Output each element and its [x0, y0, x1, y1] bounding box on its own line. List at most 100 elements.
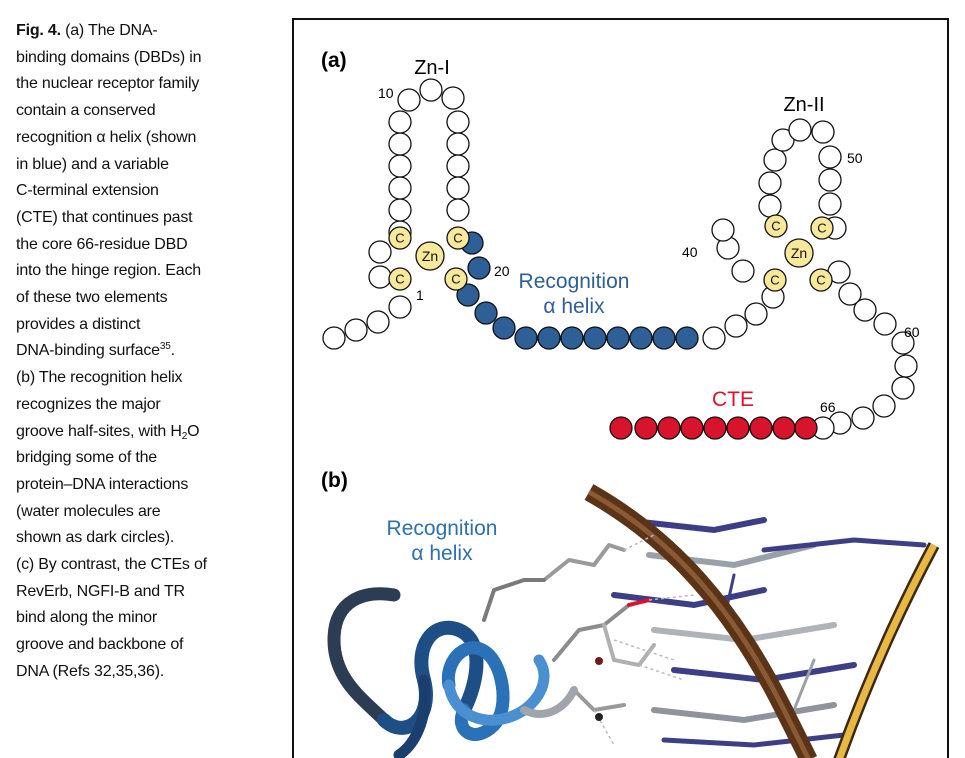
- residue-circle: [818, 192, 842, 216]
- caption-line: in blue) and a variable: [16, 155, 169, 173]
- residue-circle: [397, 88, 421, 112]
- caption-line: DNA-binding surface35.: [16, 341, 175, 360]
- residue-circle: [366, 310, 390, 334]
- cte-residue-circle: [680, 416, 704, 440]
- residue-circle: [873, 312, 897, 336]
- cysteine-label: C: [817, 221, 826, 236]
- residue-circle: [441, 86, 465, 110]
- cysteine-circle: [388, 267, 412, 291]
- cysteine-circle: [388, 226, 412, 250]
- helix-residue-circle: [537, 326, 561, 350]
- caption-line: of these two elements: [16, 289, 168, 307]
- helix-residue-circle: [652, 326, 676, 350]
- cysteine-label: C: [453, 231, 462, 246]
- helix-residue-circle: [583, 326, 607, 350]
- residue-circle: [731, 259, 755, 283]
- panel-b-helix-label-line2: α helix: [411, 542, 473, 565]
- residue-circle: [388, 176, 412, 200]
- cysteine-label: C: [770, 273, 779, 288]
- caption-line: recognition α helix (shown: [16, 128, 197, 146]
- figure-label: Fig. 4.: [16, 22, 61, 39]
- cysteine-label: C: [395, 231, 404, 246]
- dna-backbone-strand: [584, 484, 818, 758]
- helix-residue-circle: [560, 326, 584, 350]
- water-molecule: [595, 657, 603, 665]
- helix-label-line1: Recognition: [519, 270, 630, 293]
- cysteine-circle: [763, 268, 787, 292]
- caption-line: groove half-sites, with H2O: [16, 422, 200, 442]
- residue-circle: [853, 298, 877, 322]
- residue-number-40: 40: [682, 244, 698, 260]
- residue-circle: [744, 302, 768, 326]
- side-chains: [482, 543, 656, 712]
- residue-circle: [388, 132, 412, 156]
- residue-circle: [446, 154, 470, 178]
- cte-residue-circle: [794, 416, 818, 440]
- residue-circle: [894, 354, 918, 378]
- caption-line: the nuclear receptor family: [16, 75, 200, 93]
- cte-residue-circle: [703, 416, 727, 440]
- residue-circle: [872, 394, 896, 418]
- caption-line: into the hinge region. Each: [16, 262, 201, 280]
- caption-line: RevErb, NGFI-B and TR: [16, 582, 185, 600]
- residue-number-10: 10: [378, 85, 394, 101]
- helix-residue-circle: [606, 326, 630, 350]
- zinc-atom-label: Zn: [422, 248, 438, 264]
- caption-line: DNA (Refs 32,35,36).: [16, 662, 165, 680]
- residue-circle: [758, 194, 782, 218]
- residue-circle: [368, 240, 392, 264]
- helix-residue-circle: [467, 256, 491, 280]
- dna-structure: [584, 484, 940, 758]
- cte-residue-circle: [726, 416, 750, 440]
- cysteine-circle: [446, 226, 470, 250]
- residue-circle: [811, 120, 835, 144]
- residue-circle: [891, 376, 915, 400]
- helix-residue-circle: [629, 326, 653, 350]
- residue-circle: [344, 318, 368, 342]
- zinc-atom-circle: [784, 238, 814, 268]
- panel-a-label: (a): [321, 49, 347, 72]
- residue-circle: [818, 145, 842, 169]
- caption-line: the core 66-residue DBD: [16, 235, 188, 253]
- caption-line: bridging some of the: [16, 449, 157, 467]
- residue-circle: [419, 78, 443, 102]
- residue-circle: [851, 406, 875, 430]
- caption-line: provides a distinct: [16, 315, 141, 333]
- cysteine-label: C: [771, 219, 780, 234]
- residue-circle: [818, 168, 842, 192]
- residue-circle: [838, 282, 862, 306]
- residue-circle: [758, 171, 782, 195]
- residue-circle: [771, 128, 795, 152]
- residue-circle: [788, 118, 812, 142]
- caption-line: contain a conserved: [16, 102, 156, 120]
- cysteine-label: C: [395, 272, 404, 287]
- residue-circle: [368, 265, 392, 289]
- residue-number-60: 60: [904, 324, 920, 340]
- zinc-atom-circle: [415, 241, 445, 271]
- residue-circle: [446, 132, 470, 156]
- caption-line: binding domains (DBDs) in: [16, 48, 202, 66]
- caption-line: (water molecules are: [16, 502, 161, 520]
- panel-b-label: (b): [321, 469, 348, 492]
- figure-caption: Fig. 4. (a) The DNA- binding domains (DB…: [16, 18, 278, 686]
- residue-circle: [388, 295, 412, 319]
- residue-circle: [711, 218, 735, 242]
- helix-residue-circle: [514, 326, 538, 350]
- cte-residue-circle: [609, 416, 633, 440]
- caption-line: (b) The recognition helix: [16, 369, 183, 387]
- residue-circle: [724, 314, 748, 338]
- residue-circle: [446, 176, 470, 200]
- residue-circle: [388, 198, 412, 222]
- residue-chain: [322, 78, 918, 440]
- reference-superscript: 35: [159, 341, 171, 353]
- residue-number-66: 66: [820, 399, 836, 415]
- cysteine-label: C: [816, 273, 825, 288]
- cte-residue-circle: [634, 416, 658, 440]
- residue-circle: [763, 148, 787, 172]
- cte-residue-circle: [772, 416, 796, 440]
- zn-ii-label: Zn-II: [783, 94, 824, 116]
- residue-number-50: 50: [847, 150, 863, 166]
- zn-i-label: Zn-I: [414, 57, 450, 79]
